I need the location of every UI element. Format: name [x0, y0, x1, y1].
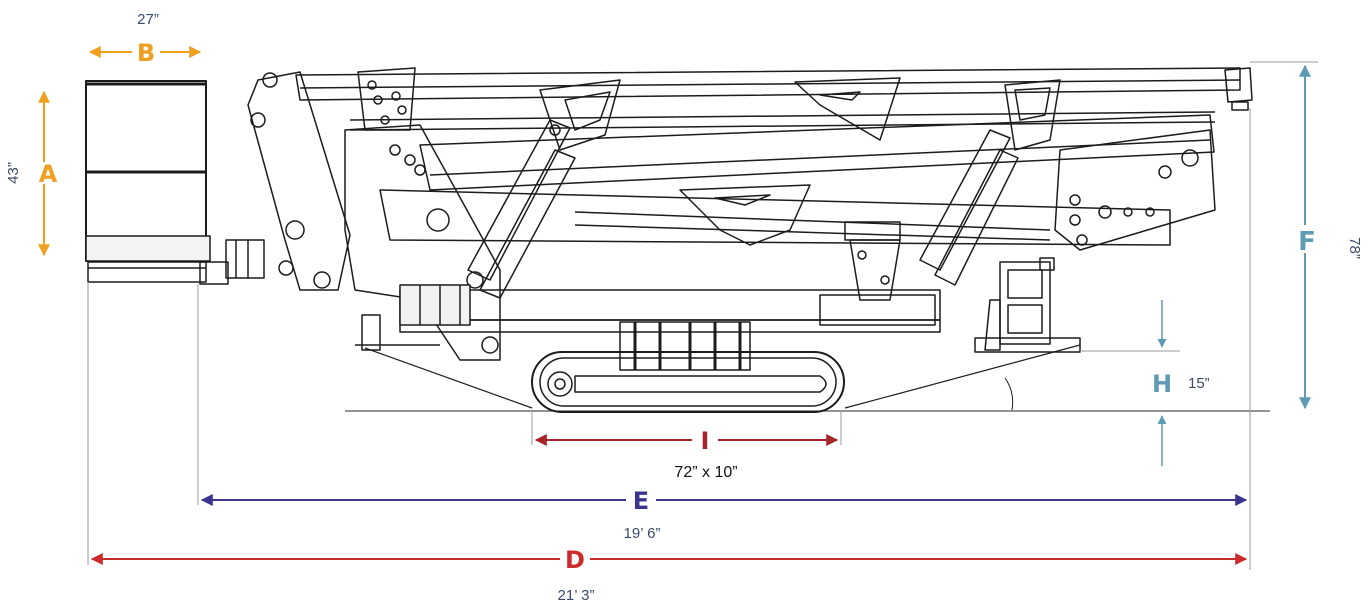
dimension-i: I 72” x 10” — [531, 412, 842, 481]
boomerang-plates — [679, 77, 901, 246]
dimension-h-letter: H — [1152, 370, 1172, 398]
turret-left — [344, 124, 501, 361]
dimension-i-letter: I — [701, 427, 710, 455]
dimension-f: F 78” — [1250, 61, 1363, 410]
dimension-d: D 21’ 3” — [87, 282, 1248, 604]
dimension-e-value: 19’ 6” — [624, 525, 661, 542]
dimension-b-letter: B — [137, 39, 155, 67]
jib-links — [247, 67, 1253, 291]
rear-plates — [1054, 129, 1216, 251]
dimension-b-value: 27” — [137, 11, 159, 28]
dimension-i-value: 72” x 10” — [674, 464, 737, 481]
boom-rails — [349, 111, 1216, 246]
dimension-a-letter: A — [39, 160, 58, 188]
crawler-track — [531, 351, 845, 413]
dimension-d-value: 21’ 3” — [558, 587, 595, 604]
lift-cylinders-left — [467, 79, 621, 299]
dimension-e-letter: E — [633, 487, 649, 515]
dimension-d-letter: D — [565, 546, 585, 574]
dimension-a-value: 43” — [5, 162, 22, 184]
machine-drawing — [85, 67, 1270, 413]
dimension-e: E 19’ 6” — [197, 108, 1251, 570]
dimension-f-letter: F — [1298, 227, 1316, 257]
lift-cylinders-right — [919, 79, 1061, 286]
dimension-f-value: 78” — [1346, 237, 1363, 259]
outriggers — [355, 314, 1081, 411]
dimension-b: B 27” — [88, 11, 202, 67]
dimension-h: H 15” — [1080, 300, 1210, 466]
chassis — [399, 221, 941, 371]
platform-basket — [85, 80, 265, 285]
dimension-a: A 43” — [5, 90, 58, 257]
dimension-h-value: 15” — [1188, 375, 1210, 392]
control-box — [974, 257, 1081, 353]
